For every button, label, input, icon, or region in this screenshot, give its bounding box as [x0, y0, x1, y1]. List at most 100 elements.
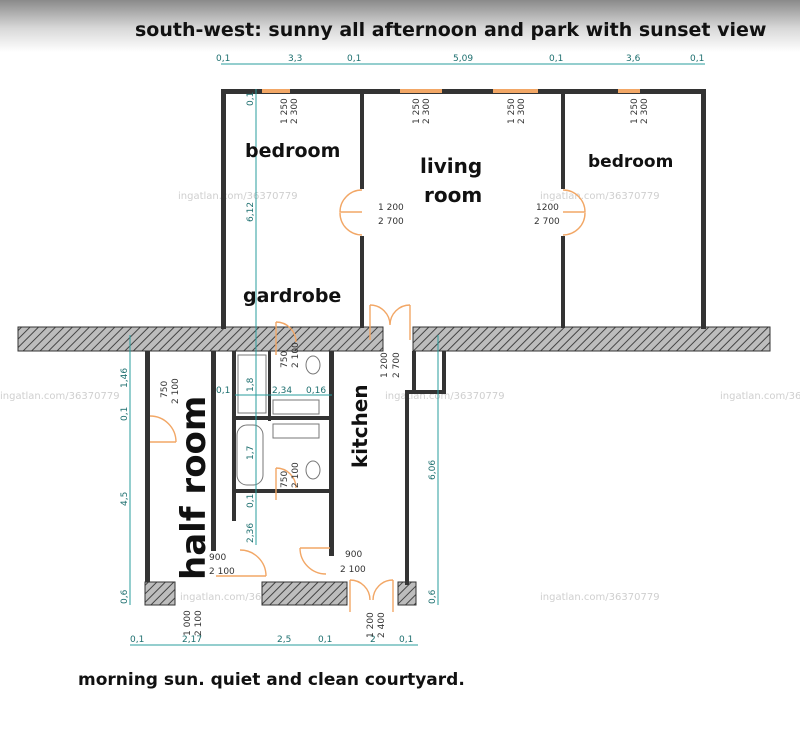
svg-text:2 700: 2 700 — [378, 217, 404, 227]
svg-text:2 100: 2 100 — [194, 610, 204, 636]
dims-top: 0,1 3,3 0,1 5,09 0,1 3,6 0,1 — [216, 54, 704, 64]
svg-text:0,1: 0,1 — [246, 494, 256, 508]
wall-bed-living-a — [360, 89, 364, 189]
svg-text:1,7: 1,7 — [246, 446, 256, 460]
svg-text:2 300: 2 300 — [517, 98, 527, 124]
svg-text:0,1: 0,1 — [549, 54, 563, 64]
facade-wall-right — [412, 326, 771, 352]
door-labels: 1 200 2 700 1200 2 700 1 200 2 700 750 2… — [160, 203, 560, 638]
svg-text:1 200: 1 200 — [380, 352, 390, 378]
svg-text:900: 900 — [345, 550, 362, 560]
svg-text:1 200: 1 200 — [378, 203, 404, 213]
svg-text:900: 900 — [209, 553, 226, 563]
wall-niche — [442, 351, 446, 394]
svg-text:1200: 1200 — [536, 203, 559, 213]
watermark: ingatlan.com/36370779 — [540, 191, 660, 202]
svg-text:2 700: 2 700 — [392, 352, 402, 378]
room-label-half-room: half room — [174, 396, 214, 580]
svg-text:0,1: 0,1 — [690, 54, 704, 64]
svg-text:3,6: 3,6 — [626, 54, 641, 64]
svg-text:750: 750 — [280, 471, 290, 488]
wall-halfroom-right — [211, 351, 216, 551]
room-label-living-room: room — [424, 183, 482, 207]
watermark: ingatlan.com/36370779 — [385, 391, 505, 402]
svg-text:0,1: 0,1 — [216, 386, 230, 396]
svg-text:2 100: 2 100 — [171, 378, 181, 404]
window-labels: 1 250 2 300 1 250 2 300 1 250 2 300 1 25… — [280, 98, 650, 124]
svg-text:2 300: 2 300 — [640, 98, 650, 124]
watermark: ingatlan.com/36370779 — [720, 391, 800, 402]
wall-bottom-mid — [261, 581, 348, 606]
svg-text:0,1: 0,1 — [120, 407, 130, 421]
svg-text:0,1: 0,1 — [216, 54, 230, 64]
wall-lower-left — [145, 351, 150, 605]
svg-text:2,17: 2,17 — [182, 635, 202, 645]
wall-wc-left — [268, 351, 271, 421]
svg-text:0,6: 0,6 — [120, 589, 130, 604]
svg-text:2 100: 2 100 — [209, 567, 235, 577]
svg-text:0,1: 0,1 — [318, 635, 332, 645]
watermark: ingatlan.com/36370779 — [540, 592, 660, 603]
room-label-gardrobe: gardrobe — [243, 285, 341, 307]
svg-text:1 000: 1 000 — [183, 610, 193, 636]
svg-text:5,09: 5,09 — [453, 54, 473, 64]
fixtures — [236, 354, 321, 486]
svg-text:2 100: 2 100 — [291, 462, 301, 488]
svg-text:6,12: 6,12 — [246, 202, 256, 222]
svg-text:0,16: 0,16 — [306, 386, 326, 396]
walls — [17, 89, 771, 606]
svg-text:0,1: 0,1 — [246, 92, 256, 106]
svg-text:0,1: 0,1 — [399, 635, 413, 645]
wall-upper-top — [221, 89, 705, 94]
svg-text:2,36: 2,36 — [246, 523, 256, 543]
toilet-2-icon — [305, 460, 321, 480]
wall-upper-right — [701, 89, 706, 329]
wall-bath-left — [232, 351, 236, 521]
wall-bottom-left — [144, 581, 176, 606]
watermarks: ingatlan.com/36370779 ingatlan.com/36370… — [0, 191, 800, 603]
svg-text:6,06: 6,06 — [428, 460, 438, 480]
room-label-bedroom-right: bedroom — [588, 152, 673, 172]
svg-text:4,5: 4,5 — [120, 492, 130, 506]
svg-text:2 400: 2 400 — [377, 612, 387, 638]
wall-kitchen-right-a — [412, 351, 416, 391]
shower — [237, 354, 267, 414]
watermark: ingatlan.com/36370779 — [178, 191, 298, 202]
svg-text:2 300: 2 300 — [290, 98, 300, 124]
wall-kitchen-step — [406, 390, 444, 394]
svg-text:3,3: 3,3 — [288, 54, 302, 64]
dims-left: 1,46 0,1 4,5 0,6 — [120, 368, 130, 604]
counter-2 — [272, 423, 320, 439]
svg-text:2: 2 — [370, 635, 376, 645]
svg-text:1 200: 1 200 — [366, 612, 376, 638]
svg-text:2,5: 2,5 — [277, 635, 291, 645]
doors — [149, 189, 586, 612]
wall-bed-living-b — [360, 236, 364, 328]
wall-bath-low — [232, 489, 332, 493]
top-caption: south-west: sunny all afternoon and park… — [135, 19, 767, 41]
dims-right: 6,06 0,6 — [428, 460, 438, 604]
wall-kitchen-right — [405, 390, 409, 585]
svg-text:1 250: 1 250 — [280, 98, 290, 124]
room-label-living: living — [420, 154, 482, 178]
counter-1 — [272, 399, 320, 415]
wall-living-bed-b — [561, 236, 565, 328]
svg-text:2 700: 2 700 — [534, 217, 560, 227]
svg-text:750: 750 — [160, 381, 170, 398]
svg-text:0,6: 0,6 — [428, 589, 438, 604]
room-label-bedroom-left: bedroom — [245, 140, 340, 162]
dims-bottom: 0,1 2,17 2,5 0,1 2 0,1 — [130, 635, 413, 645]
svg-text:1 250: 1 250 — [630, 98, 640, 124]
watermark: ingatlan.com/36370779 — [180, 592, 300, 603]
svg-text:2,34: 2,34 — [272, 386, 292, 396]
wall-bottom-right — [397, 581, 417, 606]
svg-text:1,8: 1,8 — [246, 377, 256, 392]
svg-text:1,46: 1,46 — [120, 368, 130, 388]
wall-upper-left — [221, 89, 226, 329]
svg-text:2 300: 2 300 — [422, 98, 432, 124]
room-labels: bedroom living room bedroom gardrobe kit… — [174, 140, 673, 580]
svg-text:750: 750 — [280, 351, 290, 368]
svg-text:0,1: 0,1 — [130, 635, 144, 645]
watermark: ingatlan.com/36370779 — [0, 391, 120, 402]
